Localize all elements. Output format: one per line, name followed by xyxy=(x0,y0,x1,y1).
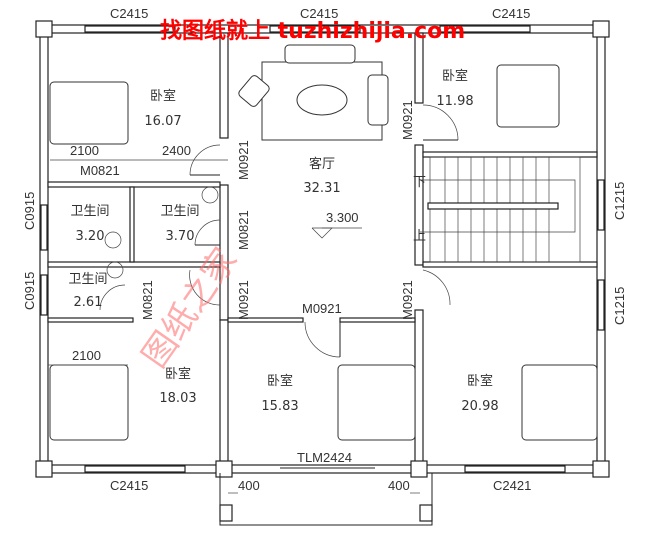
dimension-lines xyxy=(48,159,420,494)
door-label: M0921 xyxy=(400,100,415,140)
bed xyxy=(521,364,598,441)
windows xyxy=(40,25,605,473)
door-label: M0921 xyxy=(236,140,251,180)
room-name: 卧室 xyxy=(467,373,493,389)
elevation-label: 3.300 xyxy=(326,210,359,225)
door-label: M0921 xyxy=(400,280,415,320)
stairs-down-label: 下 xyxy=(413,175,426,190)
door-label: M0821 xyxy=(80,163,120,178)
room-labels: 卧室 16.07 卫生间 3.20 卫生间 3.70 卫生间 2.61 卧室 1… xyxy=(68,68,498,414)
watermark-top: 找图纸就上 tuzhizhijia.com xyxy=(160,18,465,44)
dimension-label: 2400 xyxy=(162,143,191,158)
door-label: M0821 xyxy=(236,210,251,250)
door-swings xyxy=(99,104,459,469)
washbasin xyxy=(104,231,122,249)
room-area: 11.98 xyxy=(436,94,473,109)
room-name: 卧室 xyxy=(150,88,176,104)
bed xyxy=(49,364,129,441)
furniture xyxy=(49,44,598,441)
room-area: 18.03 xyxy=(159,391,196,406)
room-name: 卧室 xyxy=(267,373,293,389)
coffee-table xyxy=(296,84,348,116)
window-label: C2421 xyxy=(493,478,531,493)
door-label: M0921 xyxy=(236,280,251,320)
dimension-label: 400 xyxy=(238,478,260,493)
window-label: C1215 xyxy=(612,287,627,325)
door-label: M0921 xyxy=(302,301,342,316)
room-area: 3.20 xyxy=(76,229,105,244)
window-label: C2415 xyxy=(110,6,148,21)
window-label: C2415 xyxy=(110,478,148,493)
room-name: 卫生间 xyxy=(160,204,199,219)
room-area: 3.70 xyxy=(166,229,195,244)
bed xyxy=(337,364,416,441)
room-name: 卧室 xyxy=(442,68,468,84)
sofa xyxy=(367,74,389,126)
window-label: C0915 xyxy=(22,192,37,230)
dimension-label: 2100 xyxy=(72,348,101,363)
window-label: C1215 xyxy=(612,182,627,220)
room-area: 32.31 xyxy=(303,181,340,196)
bed xyxy=(49,81,129,145)
bed xyxy=(496,64,560,128)
balcony xyxy=(219,473,433,526)
dimension-label: 2100 xyxy=(70,143,99,158)
staircase[interactable] xyxy=(420,156,581,263)
sofa xyxy=(284,44,356,64)
room-name: 卫生间 xyxy=(70,204,109,219)
armchair xyxy=(238,75,270,107)
room-area: 16.07 xyxy=(144,114,181,129)
room-area: 20.98 xyxy=(461,399,498,414)
window-label: C2415 xyxy=(300,6,338,21)
room-area: 15.83 xyxy=(261,399,298,414)
room-name: 卧室 xyxy=(165,366,191,382)
stairs-up-label: 上 xyxy=(413,229,426,244)
door-label: M0821 xyxy=(140,280,155,320)
door-label: TLM2424 xyxy=(297,450,352,465)
dimension-label: 400 xyxy=(388,478,410,493)
room-area: 2.61 xyxy=(74,295,103,310)
room-name: 客厅 xyxy=(309,156,335,172)
window-label: C0915 xyxy=(22,272,37,310)
washbasin xyxy=(106,261,124,279)
washbasin xyxy=(201,186,219,204)
window-label: C2415 xyxy=(492,6,530,21)
room-name: 卫生间 xyxy=(68,272,107,287)
